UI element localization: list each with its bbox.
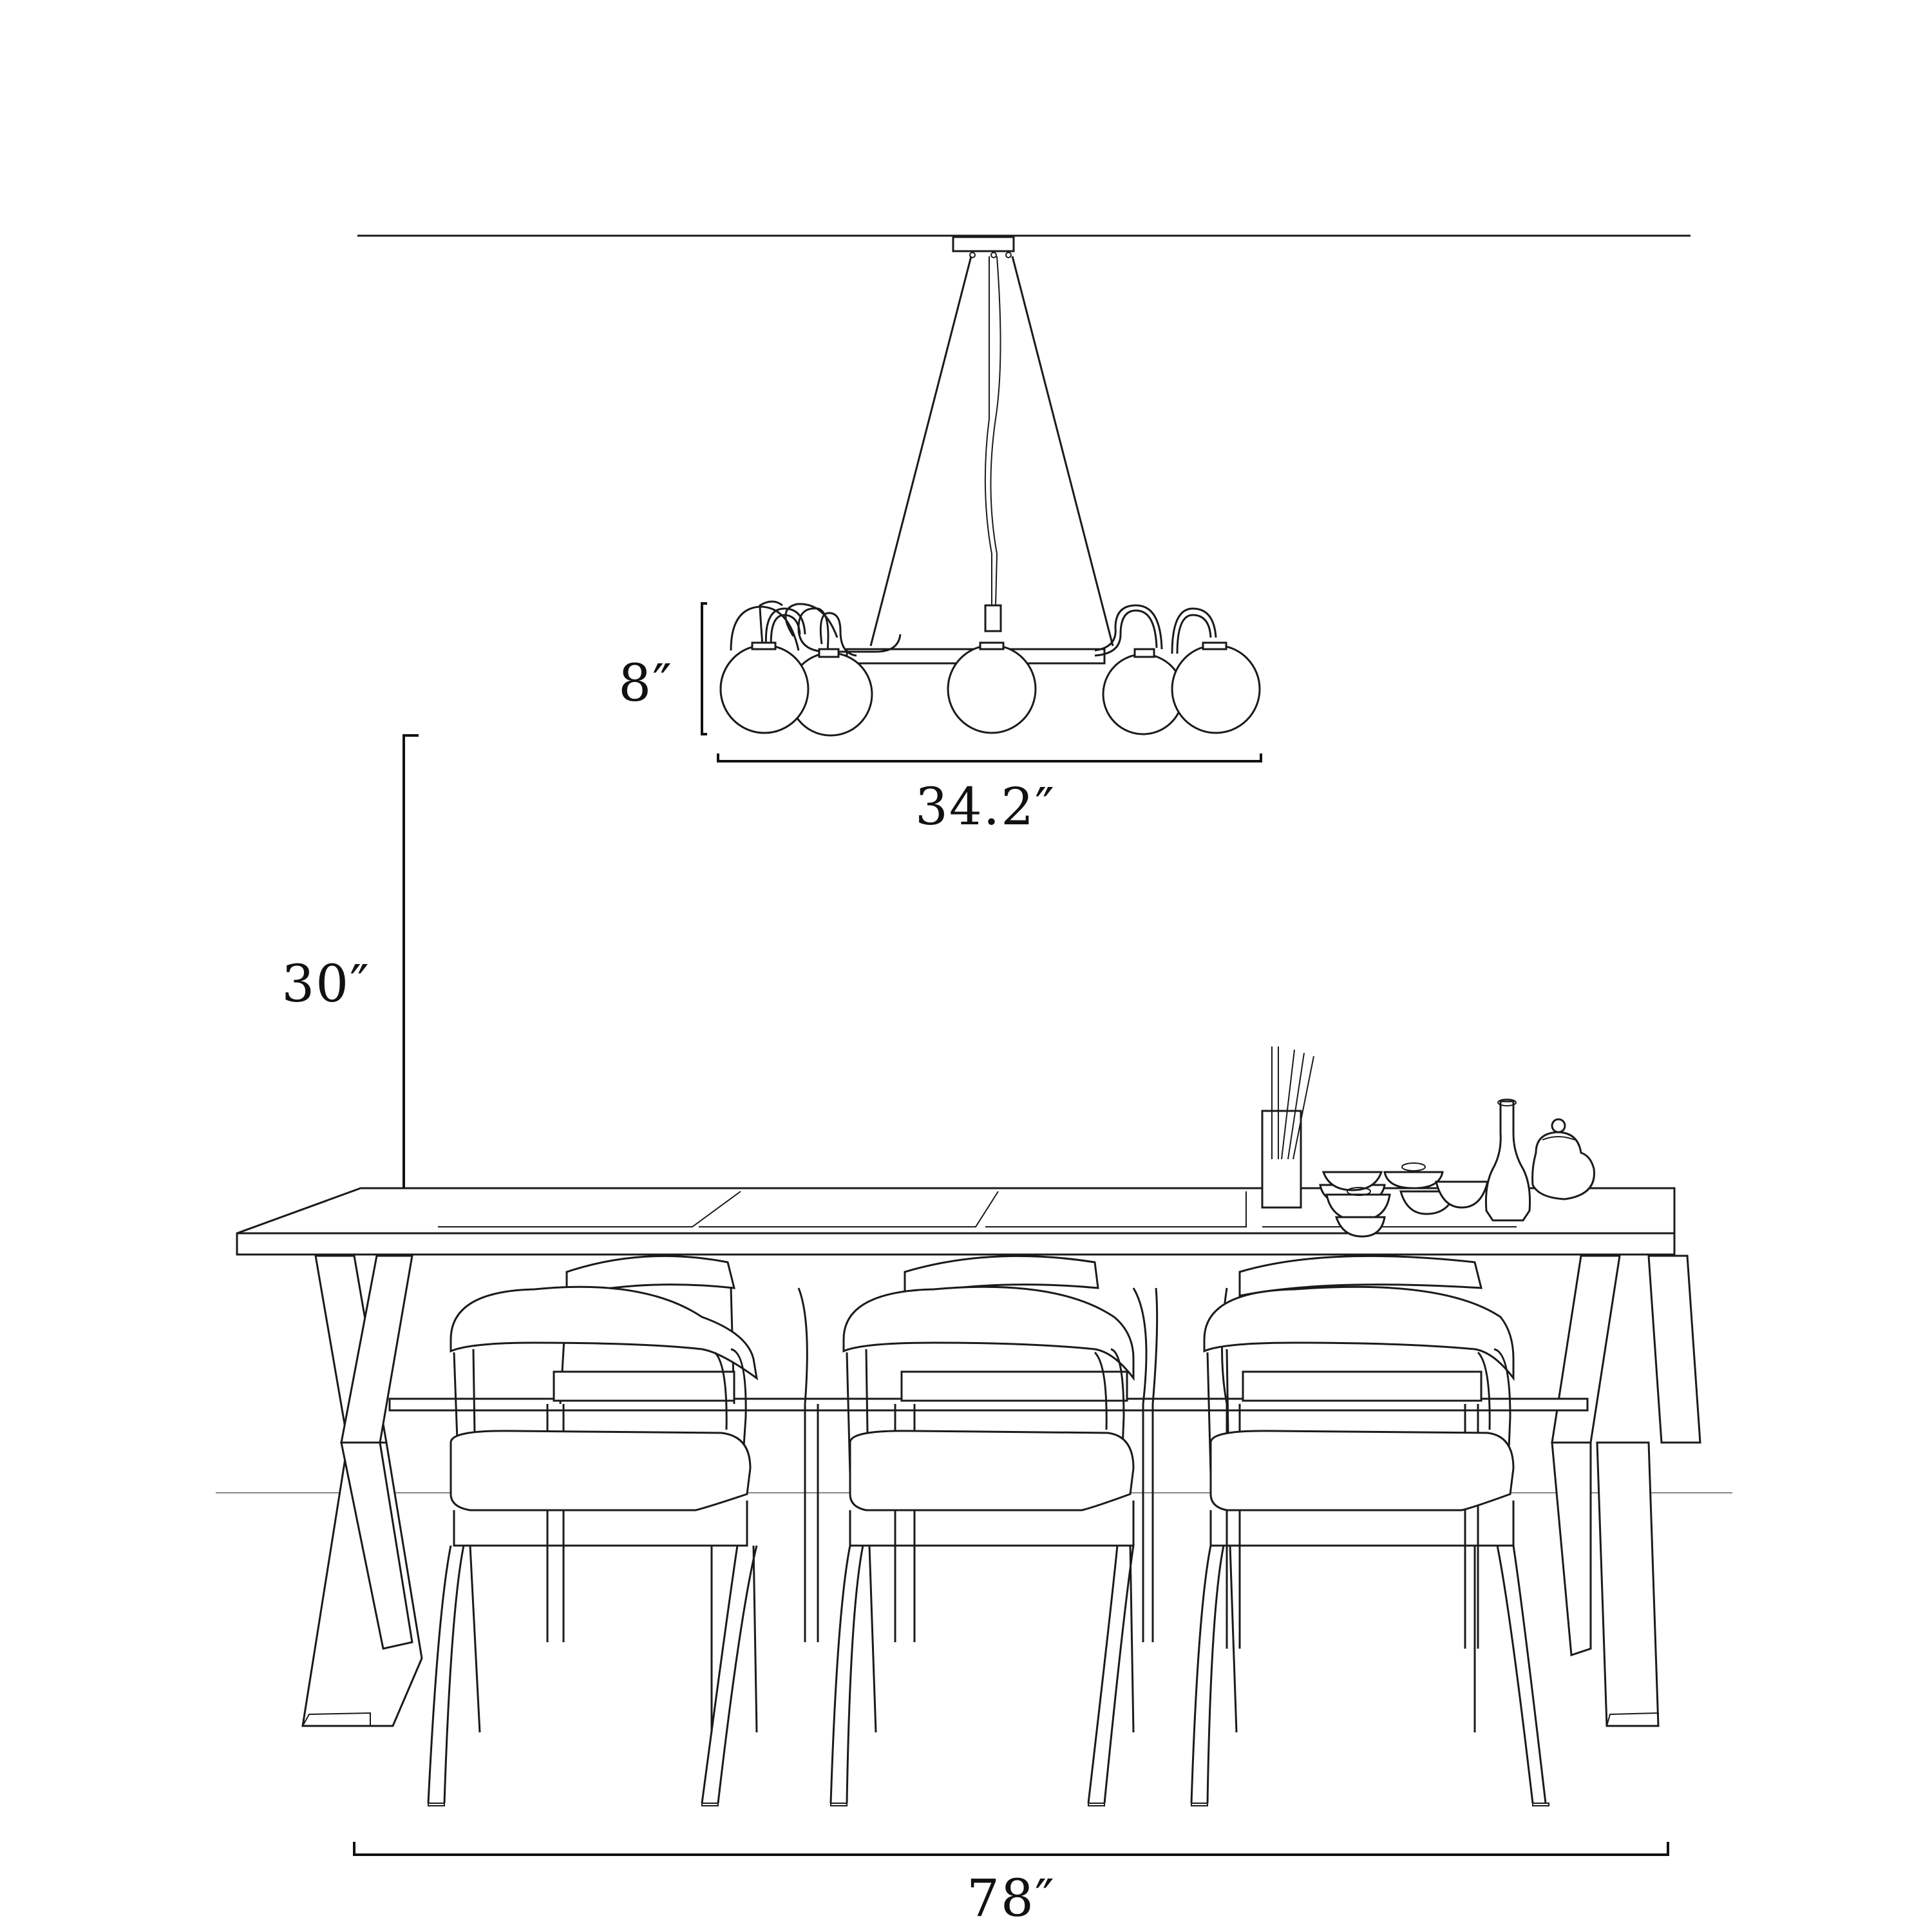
- chair-back-row-middle: [894, 1255, 1159, 1642]
- ceiling-canopy: [952, 236, 1015, 252]
- ceramic-vase: [1484, 1100, 1531, 1222]
- dining-table: [236, 1187, 1701, 1727]
- glass-globe-3: [947, 644, 1037, 734]
- dimension-fixture-height: 8″: [618, 602, 707, 735]
- dimension-label-fixture-width: 34.2″: [915, 777, 1056, 837]
- chair-back-row-right: [1221, 1255, 1482, 1649]
- dimension-fixture-width: 34.2″: [717, 753, 1262, 837]
- dimension-table-length: 78″: [353, 1842, 1669, 1928]
- bowl-7: [1435, 1180, 1489, 1209]
- tableware: [1261, 1046, 1595, 1238]
- chandelier: [719, 236, 1261, 737]
- glass-globe-4: [1102, 653, 1184, 735]
- table-leg-left: [301, 1255, 423, 1727]
- glass-globe-5: [1171, 644, 1261, 734]
- bowl-4: [1334, 1216, 1386, 1238]
- dimension-label-table-length: 78″: [967, 1868, 1056, 1928]
- chair-front-middle: [829, 1285, 1135, 1806]
- suspension-rod-right: [1011, 256, 1114, 647]
- placemat-2: [699, 1191, 999, 1227]
- suspension-rod-left: [869, 256, 972, 647]
- bowl-5: [1383, 1171, 1444, 1189]
- glass-globe-2-front: [719, 644, 810, 734]
- power-cord: [984, 256, 992, 605]
- dimension-label-fixture-height: 8″: [618, 653, 673, 713]
- dimension-label-hang-clearance: 30″: [281, 954, 370, 1014]
- placemat-3: [985, 1191, 1247, 1227]
- bowl-2: [1321, 1171, 1383, 1191]
- chair-front-right: [1190, 1285, 1549, 1806]
- placemat-1: [438, 1191, 741, 1227]
- teapot: [1531, 1131, 1595, 1200]
- table-leg-right: [1551, 1255, 1701, 1727]
- chair-front-left: [427, 1285, 759, 1806]
- dimension-hang-clearance: 30″: [281, 734, 419, 1235]
